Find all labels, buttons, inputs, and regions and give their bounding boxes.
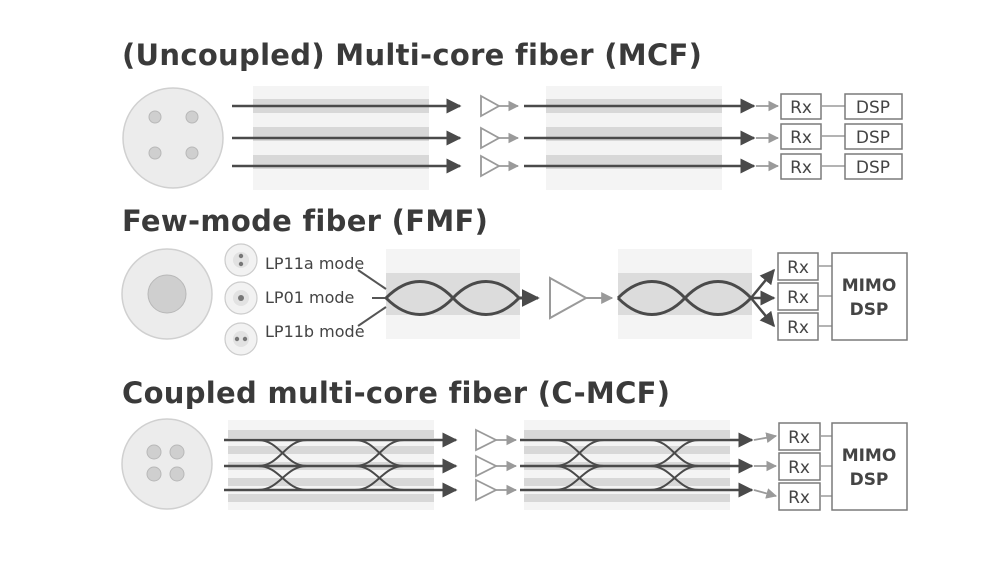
fmf-cross-section xyxy=(121,248,213,340)
cmcf-rx-label-3: Rx xyxy=(788,488,810,508)
cmcf-rx-label-1: Rx xyxy=(788,428,810,448)
fmf-mimo-label: MIMO xyxy=(842,276,897,296)
mcf-amplifiers xyxy=(480,94,520,178)
fmf-fiber-span-1 xyxy=(386,249,520,339)
lp11b-mode-label: LP11b mode xyxy=(265,322,365,341)
fmf-section-title: Few-mode fiber (FMF) xyxy=(122,204,489,238)
lp11a-mode-icon xyxy=(224,243,258,277)
mcf-diagram: Rx Rx Rx DSP DSP DSP xyxy=(122,86,903,190)
mcf-rx-label-2: Rx xyxy=(790,128,812,148)
mcf-dsp-label-2: DSP xyxy=(856,128,890,148)
mcf-cross-section xyxy=(122,87,224,189)
fmf-mode-waves-2 xyxy=(616,280,753,316)
cmcf-cross-section xyxy=(121,418,213,510)
mcf-section-title: (Uncoupled) Multi-core fiber (MCF) xyxy=(122,38,703,72)
fmf-mimo-dsp: MIMO DSP xyxy=(831,252,908,341)
cmcf-coupling-paths-1 xyxy=(257,439,405,491)
cmcf-dsp-label: DSP xyxy=(850,470,889,490)
mcf-dsp-label-1: DSP xyxy=(856,98,890,118)
cmcf-coupling-paths-2 xyxy=(554,439,700,491)
mcf-dsp-units: DSP DSP DSP xyxy=(844,93,903,180)
mcf-rx-label-1: Rx xyxy=(790,98,812,118)
cmcf-mimo-dsp: MIMO DSP xyxy=(831,422,908,511)
cmcf-mimo-label: MIMO xyxy=(842,446,897,466)
fmf-diagram: LP11a mode LP01 mode LP11b mode xyxy=(121,243,908,356)
mcf-rx-label-3: Rx xyxy=(790,158,812,178)
cmcf-rx-label-2: Rx xyxy=(788,458,810,478)
fmf-fiber-span-2 xyxy=(618,249,752,339)
cmcf-section-title: Coupled multi-core fiber (C-MCF) xyxy=(122,376,671,410)
mode-icons xyxy=(224,243,258,356)
mcf-dsp-label-3: DSP xyxy=(856,158,890,178)
mcf-receivers: Rx Rx Rx xyxy=(780,93,822,180)
fmf-rx-label-3: Rx xyxy=(787,318,809,338)
lp11a-mode-label: LP11a mode xyxy=(265,254,364,273)
fmf-mode-waves-1 xyxy=(384,280,540,316)
mcf-signal-arrows xyxy=(232,98,756,174)
lp01-mode-label: LP01 mode xyxy=(265,288,354,307)
cmcf-receivers: Rx Rx Rx xyxy=(778,422,821,511)
fmf-rx-label-2: Rx xyxy=(787,288,809,308)
lp01-mode-icon xyxy=(224,281,258,315)
fmf-rx-label-1: Rx xyxy=(787,258,809,278)
cmcf-diagram: Rx Rx Rx MIMO DSP xyxy=(121,418,908,511)
fmf-dsp-label: DSP xyxy=(850,300,889,320)
cmcf-amplifiers xyxy=(475,428,518,502)
lp11b-mode-icon xyxy=(224,322,258,356)
fmf-amplifier xyxy=(549,276,614,320)
fmf-receivers: Rx Rx Rx xyxy=(777,252,819,341)
